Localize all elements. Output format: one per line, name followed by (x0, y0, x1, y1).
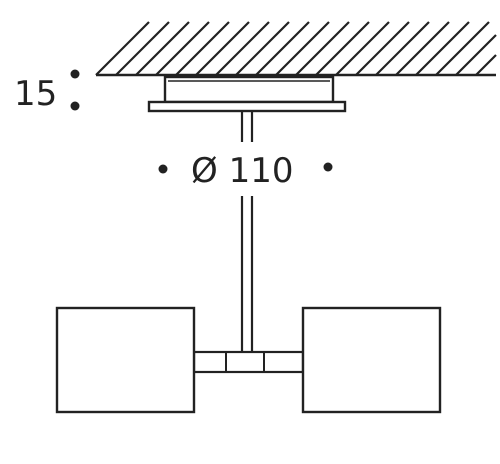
hatch-line (375, 21, 430, 76)
hatch-line (215, 21, 270, 76)
hatch-line (135, 21, 190, 76)
hatch-line (395, 21, 450, 76)
hatch-line (315, 21, 370, 76)
hatch-line (235, 21, 290, 76)
cross-arm (192, 350, 305, 374)
height-dim-dot-top (70, 69, 80, 79)
hatch-line (175, 21, 230, 76)
height-dim-dot-bottom (70, 101, 80, 111)
hatch-line (475, 54, 497, 76)
canopy-plate (147, 100, 347, 113)
height-dimension-label: 15 (14, 74, 57, 114)
shade-left (55, 306, 196, 414)
hatch-line (95, 21, 150, 76)
diameter-dimension-label: Ø 110 (191, 151, 293, 191)
hatch-line (415, 21, 470, 76)
hatch-line (155, 21, 210, 76)
shade-right (301, 306, 442, 414)
hatch-line (255, 21, 310, 76)
hatch-line (115, 21, 170, 76)
hatch-line (455, 34, 497, 76)
hatch-line (335, 21, 390, 76)
hatch-line (275, 21, 330, 76)
hatch-line (355, 21, 410, 76)
diameter-dim-dot-right (323, 162, 333, 172)
diameter-dim-dot-left (158, 164, 168, 174)
hatch-line (435, 21, 490, 76)
ceiling-hatch (95, 21, 497, 76)
hatch-line (295, 21, 350, 76)
hatch-line (195, 21, 250, 76)
